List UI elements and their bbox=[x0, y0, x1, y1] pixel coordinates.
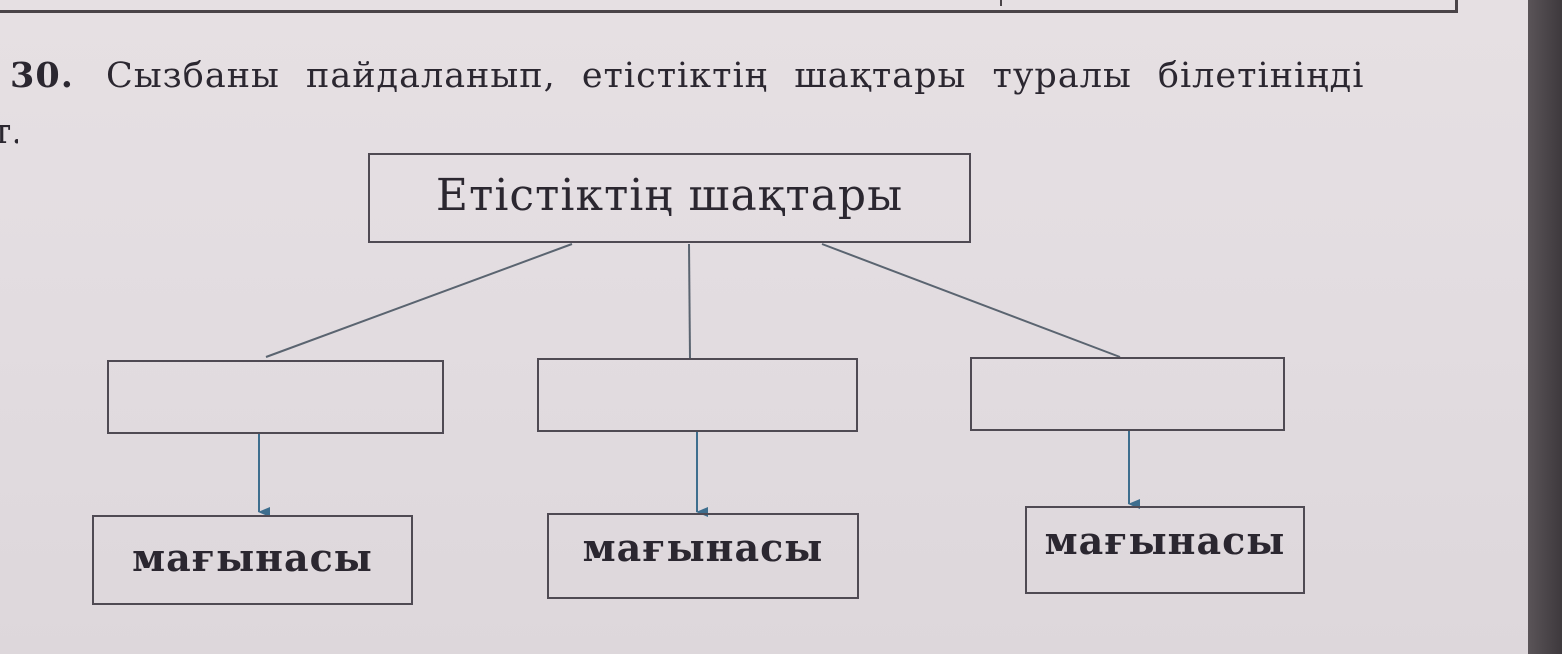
connector-root-to-left bbox=[265, 243, 573, 358]
task-text-continuation: т. bbox=[0, 112, 18, 152]
tense-blank-box-left[interactable] bbox=[107, 360, 444, 434]
meaning-label-center: мағынасы bbox=[582, 525, 824, 570]
diagram-root-box: Етістіктің шақтары bbox=[368, 153, 971, 243]
textbook-page: 30. Сызбаны пайдаланып, етістіктің шақта… bbox=[0, 0, 1530, 654]
task-statement: 30. Сызбаны пайдаланып, етістіктің шақта… bbox=[10, 55, 1480, 97]
page-edge-shadow bbox=[1528, 0, 1562, 654]
meaning-label-left: мағынасы bbox=[132, 535, 373, 580]
previous-exercise-frame bbox=[0, 0, 1458, 13]
meaning-label-right: мағынасы bbox=[1044, 518, 1286, 563]
diagram-connectors bbox=[258, 243, 1140, 517]
task-text: Сызбаны пайдаланып, етістіктің шақтары т… bbox=[106, 56, 1365, 96]
previous-exercise-divider bbox=[1000, 0, 1002, 6]
meaning-box-left: мағынасы bbox=[92, 515, 413, 605]
connector-root-to-center bbox=[688, 243, 691, 359]
task-number: 30. bbox=[10, 55, 74, 96]
connector-root-to-right bbox=[821, 243, 1121, 358]
meaning-box-center: мағынасы bbox=[547, 513, 859, 599]
tense-blank-box-right[interactable] bbox=[970, 357, 1285, 431]
diagram-root-label: Етістіктің шақтары bbox=[435, 169, 904, 221]
meaning-box-right: мағынасы bbox=[1025, 506, 1305, 594]
tense-blank-box-center[interactable] bbox=[537, 358, 858, 432]
